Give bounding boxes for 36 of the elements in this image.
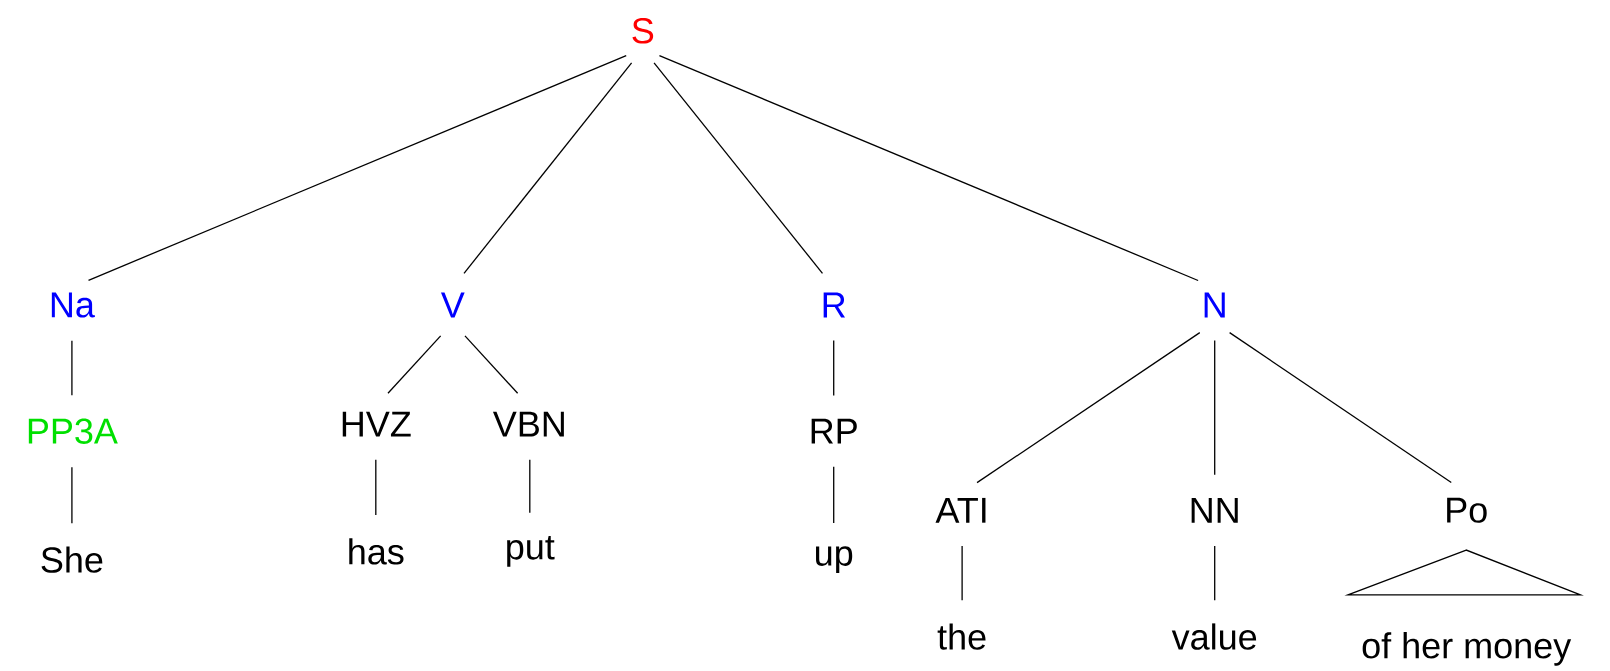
tree-branch: [529, 459, 531, 514]
category-label: S: [632, 18, 654, 44]
tree-branch: [71, 466, 73, 524]
word-label: value: [1171, 623, 1257, 650]
tree-branch: [71, 340, 73, 396]
tree-branch: [1214, 545, 1216, 601]
word-label: put: [507, 536, 555, 567]
category-label: R: [823, 292, 846, 318]
tree-branch: [87, 55, 627, 281]
word-label: has: [349, 538, 404, 565]
word-label: of her money: [1362, 632, 1572, 666]
tree-branch: [833, 466, 835, 524]
tree-branch: [976, 332, 1201, 484]
tree-branch: [833, 339, 835, 397]
tag-label: PP3A: [28, 418, 118, 444]
tree-branch: [375, 459, 377, 516]
tree-branch: [463, 62, 633, 274]
category-label: Na: [51, 292, 95, 318]
tree-branch: [658, 55, 1199, 282]
tag-label: NN: [1191, 497, 1238, 523]
tag-label: ATI: [935, 497, 986, 523]
tree-branch: [653, 62, 824, 274]
tag-label: VBN: [492, 411, 564, 437]
tree-branch: [961, 545, 963, 601]
tag-label: HVZ: [342, 411, 411, 437]
tree-branch: [464, 335, 519, 394]
word-label: the: [937, 623, 986, 650]
tree-branch: [387, 335, 442, 394]
tree-branch: [1214, 339, 1216, 476]
word-label: She: [41, 546, 103, 573]
tag-label: Po: [1447, 497, 1487, 523]
word-label: up: [816, 546, 853, 573]
category-label: N: [1204, 292, 1225, 318]
tree-branch: [1228, 332, 1452, 484]
tag-label: RP: [811, 418, 857, 444]
category-label: V: [440, 292, 465, 318]
